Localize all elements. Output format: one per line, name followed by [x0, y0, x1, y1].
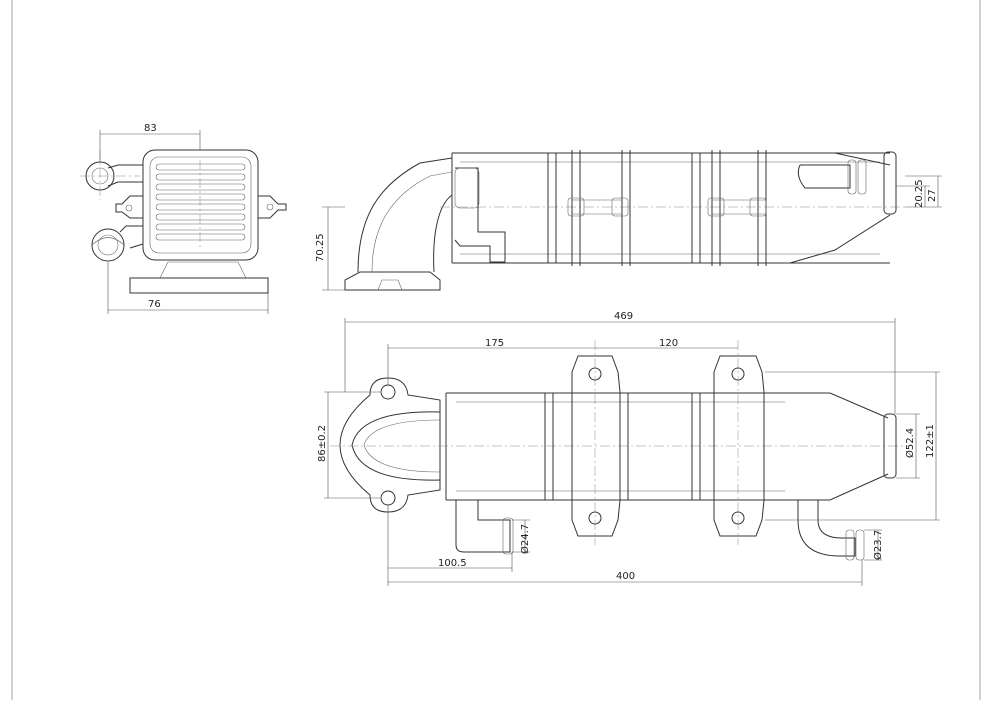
side-view-elbow-inner [433, 194, 453, 273]
top-view-outlet-cone [770, 392, 889, 501]
side-view-ribs [547, 150, 767, 266]
end-view-base-neck [159, 261, 247, 279]
dim-end-base: 76 [148, 299, 161, 310]
dim-flange-spacing: 86±0.2 [317, 425, 328, 462]
dim-end-width: 83 [144, 123, 157, 134]
top-view-bracket-left [571, 355, 621, 537]
dim-overall-length: 469 [614, 311, 633, 322]
top-view-flange-hole-bottom [380, 490, 396, 506]
top-view: 469 175 120 86±0.2 Ø52.4 122±1 Ø24.7 Ø23… [317, 311, 940, 586]
top-view-bracket-right [713, 355, 765, 537]
top-view-tube [445, 392, 790, 501]
end-view-bottom-pipe [119, 225, 144, 249]
side-view-outlet-flange [883, 151, 897, 215]
dim-pipe-offset: 100.5 [438, 558, 467, 569]
top-view-pipe-left [455, 500, 511, 553]
side-view-tube [452, 152, 890, 264]
dim-bracket-spacing: 120 [659, 338, 678, 349]
dim-outlet-dia: Ø52.4 [904, 428, 916, 458]
top-view-ribs [544, 393, 701, 500]
top-view-pipe-right [797, 500, 856, 557]
dim-side-d1: 20.25 [914, 179, 925, 208]
dim-side-d2: 27 [927, 189, 938, 202]
end-view-bottom-port [91, 228, 125, 262]
dim-bracket-offset: 175 [485, 338, 504, 349]
dim-outlet-height: 122±1 [925, 424, 936, 458]
top-view-outlet-flange [883, 413, 897, 479]
dim-body-length: 400 [616, 571, 635, 582]
end-view-top-pipe [107, 164, 143, 187]
end-view-left-tab [115, 195, 143, 219]
dim-side-height: 70.25 [315, 233, 326, 262]
side-view-elbow-outer [357, 157, 453, 273]
side-view-outlet-pipe [797, 164, 851, 189]
dim-pipe-dia-left: Ø24.7 [519, 524, 531, 554]
end-view: 83 76 [80, 123, 287, 314]
side-view-inlet-pipe [454, 167, 506, 263]
end-view-right-tab [258, 195, 287, 219]
dim-pipe-dia-right: Ø23.7 [872, 530, 884, 560]
end-view-fins [155, 160, 246, 250]
side-view-flange [344, 271, 441, 291]
top-view-inlet-flange [339, 377, 441, 513]
end-view-base-plate [129, 277, 269, 294]
side-view: 70.25 20.25 27 [315, 150, 942, 291]
end-view-body [142, 149, 259, 261]
top-view-flange-hole-top [380, 384, 396, 400]
end-view-body-inner [149, 156, 252, 254]
side-view-outlet-cone [789, 152, 891, 264]
